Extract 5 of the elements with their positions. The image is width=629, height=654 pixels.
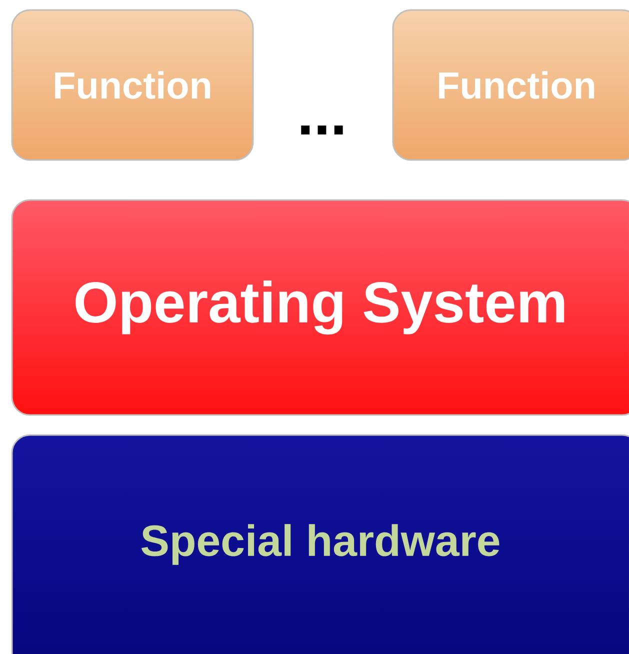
ellipsis-label: ... (301, 126, 343, 134)
function-box: Function (392, 9, 629, 161)
hardware-layer-box: Special hardware (11, 434, 629, 654)
os-layer-box: Operating System (11, 199, 629, 416)
function-box: Function (11, 9, 254, 161)
